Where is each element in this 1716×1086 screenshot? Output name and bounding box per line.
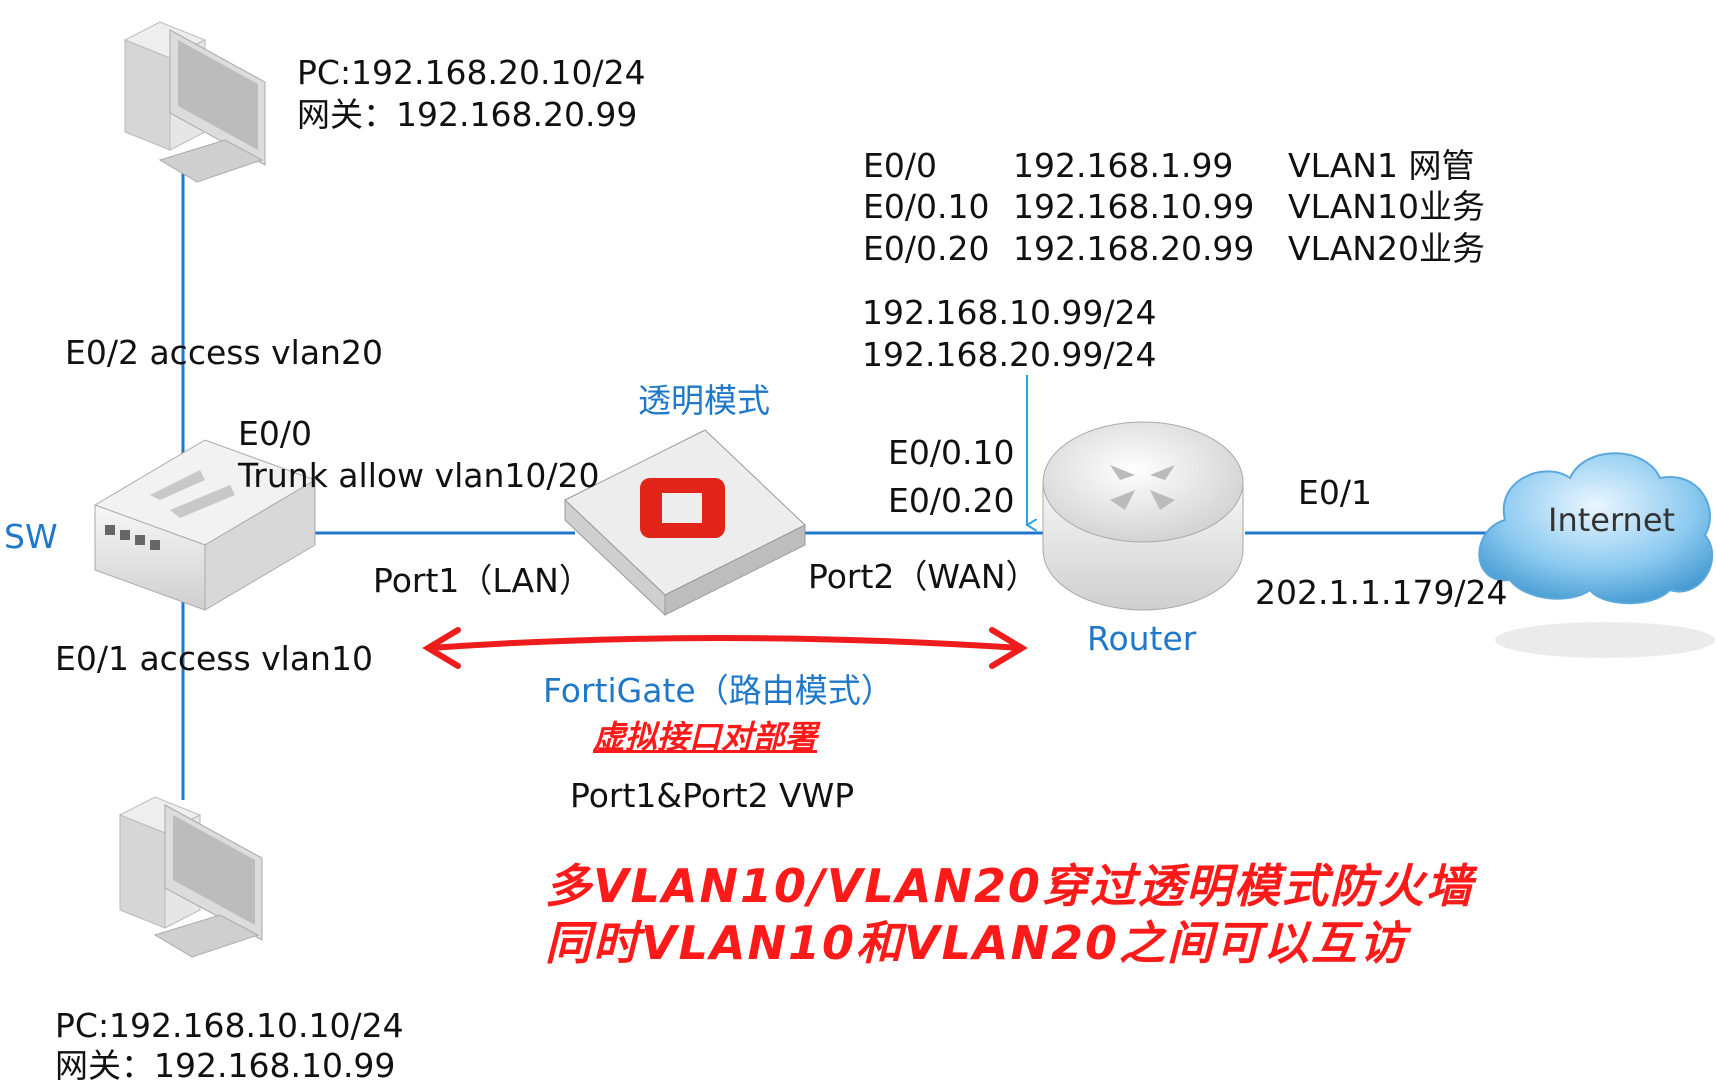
- router-label: Router: [1087, 619, 1197, 658]
- router-sub1: E0/0.10: [888, 433, 1015, 472]
- router-subif-table: E0/0 192.168.1.99 VLAN1 网管 E0/0.10 192.1…: [863, 145, 1485, 269]
- subif-if: E0/0: [863, 146, 937, 185]
- sw-trunk-label: Trunk allow vlan10/20: [238, 456, 600, 495]
- router-icon: [1042, 421, 1244, 611]
- sw-label: SW: [4, 517, 58, 556]
- subif-desc: VLAN1 网管: [1288, 146, 1475, 185]
- subif-row: E0/0 192.168.1.99 VLAN1 网管: [863, 145, 1485, 186]
- fw-mode-label: 透明模式: [638, 381, 770, 420]
- pc-bottom-icon: [118, 796, 263, 958]
- headline-line2: 同时VLAN10和VLAN20之间可以互访: [545, 916, 1408, 970]
- pc-top-gateway: 网关：192.168.20.99: [297, 95, 638, 134]
- switch-icon: [93, 439, 317, 611]
- subif-if: E0/0.10: [863, 187, 990, 227]
- subif-if: E0/0.20: [863, 228, 990, 268]
- fortigate-label: FortiGate（路由模式）: [543, 671, 894, 710]
- subif-ip: 192.168.10.99: [1013, 187, 1255, 227]
- fortigate-span-arrow: [422, 627, 1028, 669]
- router-ip1: 192.168.10.99/24: [862, 293, 1157, 332]
- sw-e0-0-label: E0/0: [238, 414, 312, 453]
- pc-bottom-ip: PC:192.168.10.10/24: [55, 1006, 404, 1045]
- sw-e0-2-label: E0/2 access vlan20: [65, 333, 383, 372]
- fortigate-deploy: 虚拟接口对部署: [593, 718, 818, 756]
- subif-ip: 192.168.1.99: [1013, 146, 1234, 185]
- subif-ip: 192.168.20.99: [1013, 228, 1255, 268]
- subif-desc: VLAN10业务: [1288, 187, 1485, 227]
- pc-top-ip: PC:192.168.20.10/24: [297, 53, 646, 92]
- fortigate-vwp: Port1&Port2 VWP: [570, 776, 855, 815]
- router-sub2: E0/0.20: [888, 481, 1015, 520]
- firewall-icon: [564, 429, 806, 617]
- pc-top-icon: [123, 21, 266, 183]
- router-e0-1: E0/1: [1298, 473, 1372, 512]
- subif-row: E0/0.20 192.168.20.99 VLAN20业务: [863, 228, 1485, 269]
- subif-desc: VLAN20业务: [1288, 228, 1485, 268]
- fw-port1-label: Port1（LAN）: [373, 561, 592, 600]
- internet-label: Internet: [1548, 501, 1676, 539]
- router-ip2: 192.168.20.99/24: [862, 335, 1157, 374]
- fw-port2-label: Port2（WAN）: [808, 557, 1039, 596]
- sw-e0-1-label: E0/1 access vlan10: [55, 639, 373, 678]
- internet-cloud-icon: [1478, 452, 1715, 658]
- headline-line1: 多VLAN10/VLAN20穿过透明模式防火墙: [545, 859, 1474, 913]
- router-wan-ip: 202.1.1.179/24: [1255, 573, 1508, 612]
- pc-bottom-gateway: 网关：192.168.10.99: [55, 1046, 396, 1085]
- subif-row: E0/0.10 192.168.10.99 VLAN10业务: [863, 186, 1485, 227]
